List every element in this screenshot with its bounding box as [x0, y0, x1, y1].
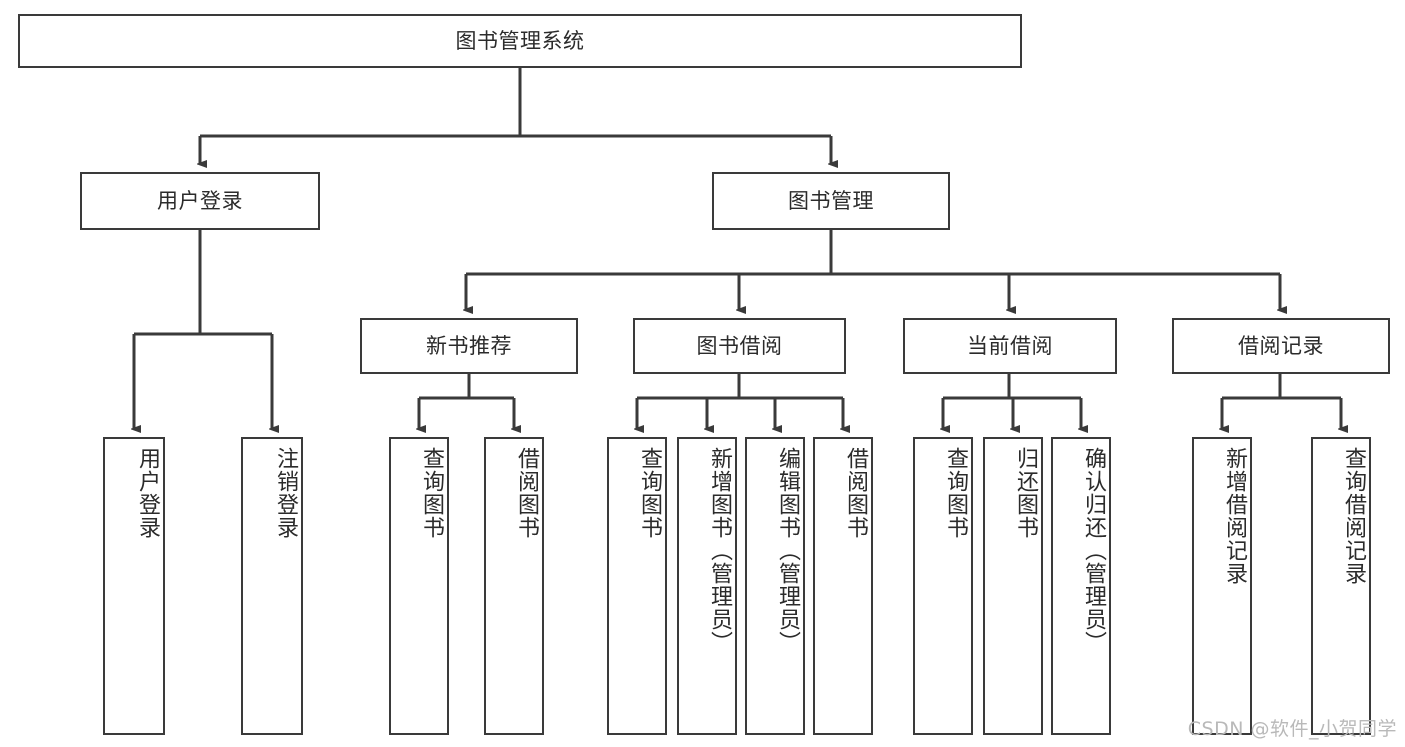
- node-user-login-label: 用户登录: [157, 188, 243, 213]
- leaf-label: 查询图书: [943, 447, 968, 539]
- node-book-management-label: 图书管理: [788, 188, 874, 213]
- leaf-label: 查询图书: [637, 447, 662, 539]
- leaf-node[interactable]: 查询图书: [913, 437, 973, 735]
- node-book-borrow[interactable]: 图书借阅: [633, 318, 846, 374]
- leaf-label: 查询图书: [419, 447, 444, 539]
- node-new-book-recommend-label: 新书推荐: [426, 333, 512, 358]
- watermark: CSDN @软件_小贺同学: [1187, 718, 1397, 740]
- leaf-node[interactable]: 编辑图书（管理员）: [745, 437, 805, 735]
- leaf-label: 确认归还（管理员）: [1081, 447, 1106, 654]
- leaf-label: 注销登录: [273, 447, 298, 539]
- node-root-label: 图书管理系统: [455, 28, 585, 53]
- leaf-label: 用户登录: [135, 447, 160, 539]
- leaf-node[interactable]: 借阅图书: [484, 437, 544, 735]
- leaf-label: 新增借阅记录: [1222, 447, 1247, 585]
- leaf-node[interactable]: 新增图书（管理员）: [677, 437, 737, 735]
- leaf-node[interactable]: 用户登录: [103, 437, 165, 735]
- leaf-node[interactable]: 新增借阅记录: [1192, 437, 1252, 735]
- leaf-label: 查询借阅记录: [1341, 447, 1366, 585]
- leaf-label: 借阅图书: [514, 447, 539, 539]
- leaf-node[interactable]: 查询图书: [389, 437, 449, 735]
- leaf-node[interactable]: 归还图书: [983, 437, 1043, 735]
- node-current-borrow[interactable]: 当前借阅: [903, 318, 1117, 374]
- node-current-borrow-label: 当前借阅: [967, 333, 1053, 358]
- leaf-node[interactable]: 查询借阅记录: [1311, 437, 1371, 735]
- leaf-label: 编辑图书（管理员）: [775, 447, 800, 654]
- node-book-borrow-label: 图书借阅: [696, 333, 783, 358]
- leaf-node[interactable]: 注销登录: [241, 437, 303, 735]
- node-borrow-record-label: 借阅记录: [1238, 333, 1324, 358]
- node-borrow-record[interactable]: 借阅记录: [1172, 318, 1390, 374]
- leaf-node[interactable]: 借阅图书: [813, 437, 873, 735]
- leaf-node[interactable]: 确认归还（管理员）: [1051, 437, 1111, 735]
- leaf-label: 借阅图书: [843, 447, 868, 539]
- node-root[interactable]: 图书管理系统: [18, 14, 1022, 68]
- node-book-management[interactable]: 图书管理: [712, 172, 950, 230]
- leaf-label: 归还图书: [1013, 447, 1038, 539]
- leaf-label: 新增图书（管理员）: [707, 447, 732, 654]
- leaf-node[interactable]: 查询图书: [607, 437, 667, 735]
- node-new-book-recommend[interactable]: 新书推荐: [360, 318, 578, 374]
- node-user-login[interactable]: 用户登录: [80, 172, 320, 230]
